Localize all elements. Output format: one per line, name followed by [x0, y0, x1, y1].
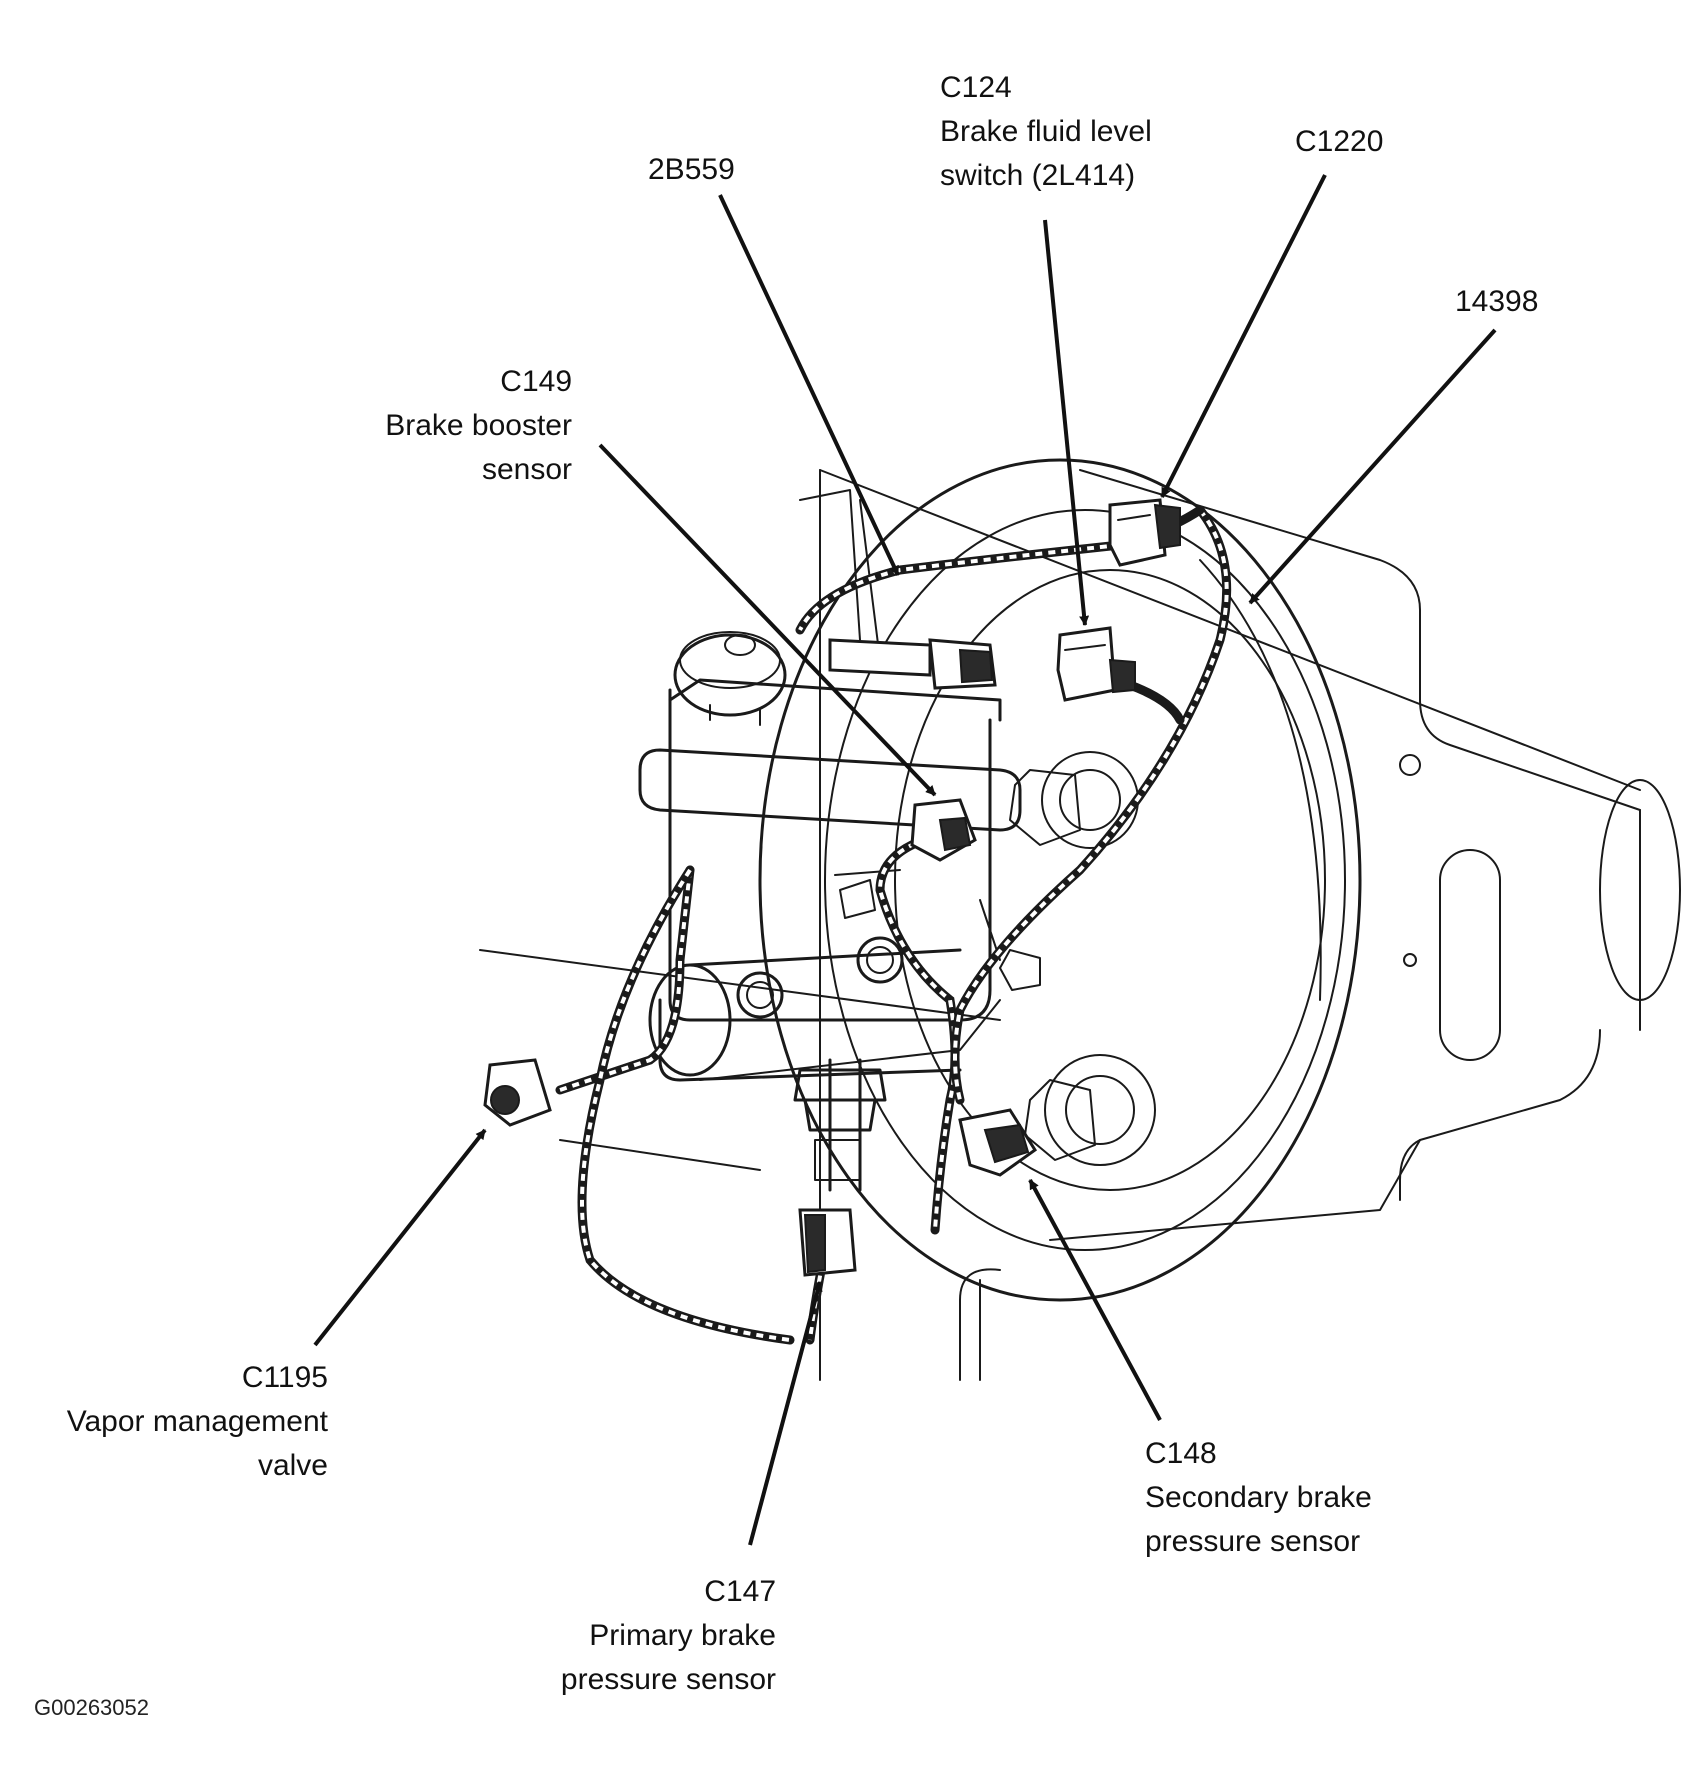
label-c124-line-1: C124 [940, 71, 1012, 104]
connector-c149 [910, 798, 977, 862]
connector-c124 [1056, 626, 1136, 702]
label-c147-line-1: C147 [704, 1575, 776, 1608]
label-2b559-line-1: 2B559 [648, 153, 735, 186]
label-c1220: C1220 [1295, 120, 1383, 164]
label-c147: C147 Primary brake pressure sensor [561, 1570, 776, 1702]
leader-14398 [1248, 328, 1497, 605]
connector-c147 [798, 1208, 857, 1277]
label-c148: C148 Secondary brake pressure sensor [1145, 1432, 1372, 1564]
figure-id: G00263052 [34, 1695, 149, 1720]
leader-c1195 [313, 1128, 487, 1347]
leader-2b559 [718, 194, 900, 576]
label-2b559: 2B559 [648, 148, 735, 192]
firewall-panel [479, 469, 1681, 1381]
label-c149-line-2: Brake booster [385, 409, 572, 442]
label-c1195-line-2: Vapor management [66, 1405, 328, 1438]
leader-c1220 [1160, 174, 1327, 498]
leader-c149 [598, 443, 937, 797]
label-c1195: C1195 Vapor management valve [67, 1356, 328, 1488]
connector-c148 [958, 1108, 1038, 1177]
label-c149-line-3: sensor [481, 453, 572, 486]
leader-c148 [1028, 1179, 1162, 1421]
label-c148-line-3: pressure sensor [1145, 1525, 1361, 1558]
label-14398-line-1: 14398 [1455, 285, 1539, 318]
label-c149: C149 Brake booster sensor [385, 360, 572, 492]
label-c1195-line-3: valve [257, 1449, 328, 1482]
connector-c1220 [1108, 498, 1181, 567]
label-c1195-line-1: C1195 [241, 1361, 328, 1394]
master-cylinder [638, 631, 1022, 1192]
label-c149-line-1: C149 [500, 365, 572, 398]
label-c124: C124 Brake fluid level switch (2L414) [940, 66, 1152, 198]
leader-c124 [1043, 219, 1090, 626]
wiring-harness [555, 505, 1232, 1345]
leader-c147 [748, 1281, 823, 1546]
label-c124-line-2: Brake fluid level [940, 115, 1152, 148]
leader-lines [313, 174, 1497, 1546]
label-14398: 14398 [1455, 280, 1538, 324]
label-c147-line-2: Primary brake [589, 1619, 776, 1652]
label-c148-line-1: C148 [1145, 1437, 1217, 1470]
label-c147-line-3: pressure sensor [560, 1663, 776, 1696]
label-c148-line-2: Secondary brake [1145, 1481, 1372, 1514]
connector-2b559 [828, 638, 997, 690]
label-c1220-line-1: C1220 [1295, 125, 1384, 158]
booster-studs [999, 751, 1156, 1166]
connector-c1195 [483, 1058, 552, 1127]
label-c124-line-3: switch (2L414) [940, 159, 1136, 192]
